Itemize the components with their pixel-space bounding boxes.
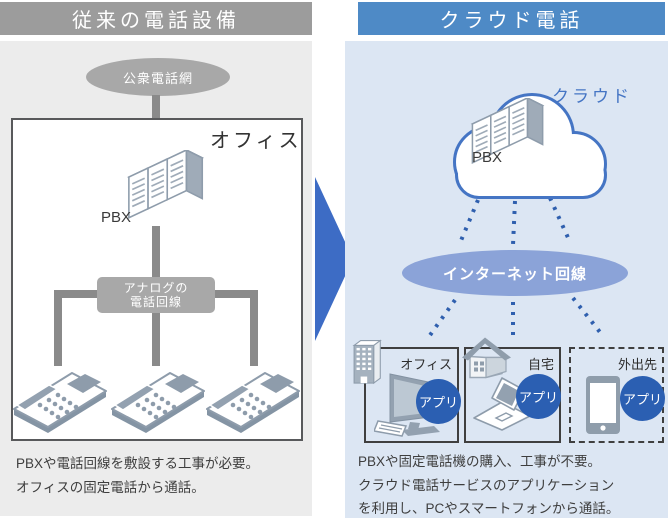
desk-phone-icon <box>206 372 300 433</box>
app-circle: アプリ <box>516 374 561 419</box>
right-panel-title: クラウド電話 <box>439 10 584 32</box>
location-label-office: オフィス <box>400 357 452 372</box>
location-label-out: 外出先 <box>617 357 657 372</box>
connector-drop-left <box>54 290 62 366</box>
pbx-label-left: PBX <box>101 209 132 226</box>
cloud-label: クラウド <box>552 87 632 106</box>
analog-line-box: アナログの 電話回線 <box>97 277 215 313</box>
left-panel-header: 従来の電話設備 <box>0 2 312 35</box>
internet-line-ellipse: インターネット回線 <box>402 250 628 296</box>
app-label: アプリ <box>418 395 458 410</box>
public-network-ellipse: 公衆電話網 <box>86 58 230 96</box>
right-panel-header: クラウド電話 <box>358 2 665 35</box>
office-label: オフィス <box>210 130 302 152</box>
connector-drop-right <box>250 290 258 366</box>
internet-line-label: インターネット回線 <box>442 265 587 283</box>
analog-line-label-line2: 電話回線 <box>129 295 182 309</box>
app-label: アプリ <box>622 392 662 407</box>
desk-phone-icon <box>111 372 205 433</box>
app-circle: アプリ <box>416 379 461 424</box>
left-panel-title: 従来の電話設備 <box>72 10 240 32</box>
app-label: アプリ <box>518 390 558 405</box>
public-network-label: 公衆電話網 <box>122 70 193 86</box>
desk-phone-icon <box>13 372 107 433</box>
right-caption-line3: を利用し、PCやスマートフォンから通話。 <box>358 501 620 516</box>
right-caption-line1: PBXや固定電話機の購入、工事が不要。 <box>358 454 602 469</box>
right-caption: PBXや固定電話機の購入、工事が不要。 クラウド電話サービスのアプリケーション … <box>358 450 619 521</box>
house-icon <box>461 336 512 379</box>
app-circle: アプリ <box>620 376 665 421</box>
left-caption: PBXや電話回線を敷設する工事が必要。 オフィスの固定電話から通話。 <box>16 452 259 500</box>
left-caption-line1: PBXや電話回線を敷設する工事が必要。 <box>16 456 260 471</box>
right-caption-line2: クラウド電話サービスのアプリケーション <box>358 477 615 493</box>
pbx-label-cloud: PBX <box>472 149 503 166</box>
left-caption-line2: オフィスの固定電話から通話。 <box>16 480 205 495</box>
pbx-server-icon <box>128 150 204 219</box>
location-label-home: 自宅 <box>527 357 554 372</box>
cloud-shape <box>453 93 607 199</box>
arrow-right-icon <box>315 177 353 341</box>
analog-line-label-line1: アナログの <box>123 281 189 295</box>
smartphone-icon <box>586 376 620 434</box>
